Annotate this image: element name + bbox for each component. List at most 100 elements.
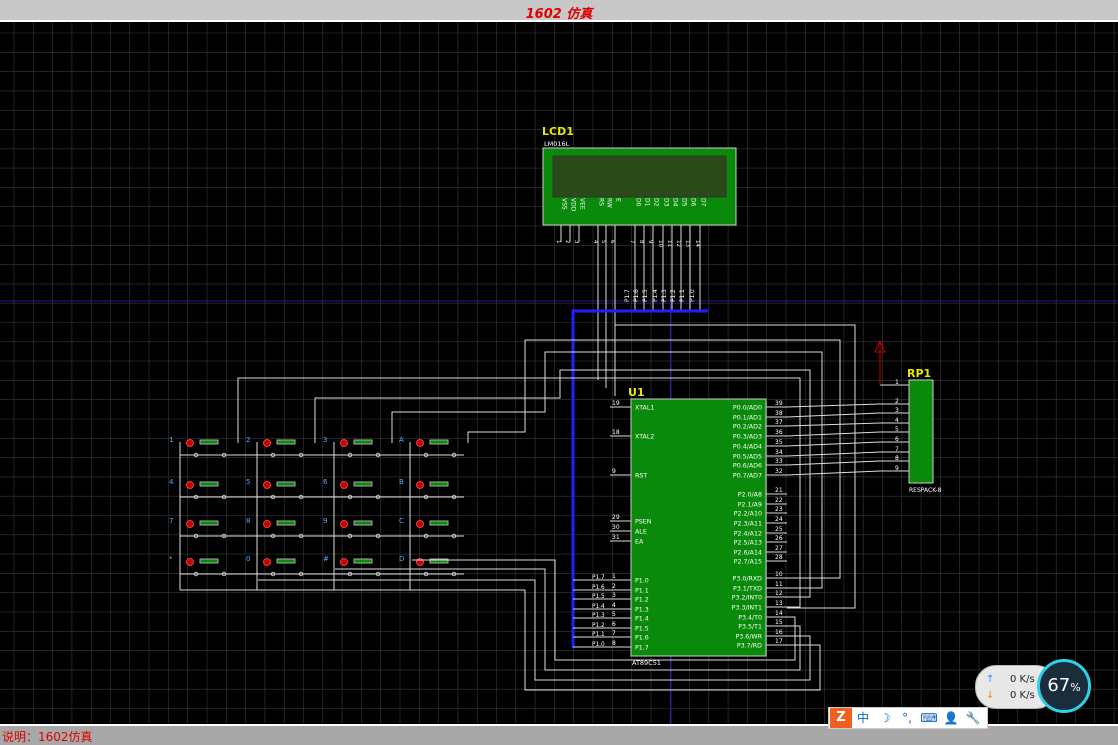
mcu-right-pin-name: P3.4/T0 — [738, 615, 762, 622]
upload-speed: 0 K/s — [1010, 674, 1035, 685]
mcu-left-pin-name: EA — [635, 539, 644, 546]
mcu-p1-bus-label: P1.7 — [592, 575, 605, 581]
mcu-left-pin-number: 19 — [612, 400, 620, 407]
p0-pullup-wire — [786, 470, 881, 476]
keypad-key-button[interactable] — [429, 439, 449, 445]
lcd-pin-name: D1 — [644, 198, 651, 207]
p0-pullup-wire — [786, 451, 881, 457]
mcu-p1-bus-label: P1.2 — [592, 623, 605, 629]
keypad-key-button[interactable] — [199, 558, 219, 564]
lcd-bus-label: P1.3 — [662, 289, 668, 302]
window-title: 1602 仿真 — [525, 7, 593, 22]
mcu-right-pin-number: 26 — [775, 535, 783, 542]
mcu-right-pin-number: 12 — [775, 590, 783, 597]
keypad-key-button[interactable] — [429, 520, 449, 526]
keypad-key-label: B — [399, 478, 404, 486]
memory-gauge[interactable]: 67% — [1037, 659, 1091, 713]
keypad-key-contact-icon — [186, 520, 194, 528]
ime-chinese-mode[interactable]: 中 — [856, 711, 869, 725]
keypad-key-label: D — [399, 555, 404, 563]
mcu-right-pin-name: P3.6/WR — [735, 634, 762, 641]
mcu-body[interactable] — [630, 398, 767, 657]
keypad-key-contact-icon — [263, 481, 271, 489]
keypad-key-label: 2 — [246, 436, 250, 444]
keypad-key-button[interactable] — [199, 520, 219, 526]
download-row: ↓ 0 K/s — [986, 690, 1035, 701]
mcu-left-pin-number: 8 — [612, 640, 616, 647]
keypad-key-button[interactable] — [353, 558, 373, 564]
mcu-left-pin-name: P1.6 — [635, 635, 649, 642]
lcd-bus-label: P1.6 — [634, 289, 640, 302]
mcu-left-pin-number: 4 — [612, 602, 616, 609]
ime-keyboard-icon[interactable]: ⌨ — [920, 711, 938, 725]
mcu-left-pin-name: P1.0 — [635, 578, 649, 585]
lcd-bus-label: P1.2 — [671, 289, 677, 302]
keypad-key-button[interactable] — [276, 481, 296, 487]
keypad-key-contact-icon — [340, 520, 348, 528]
lcd-pin-number: 14 — [694, 240, 700, 247]
mcu-p1-bus-label: P1.1 — [592, 632, 605, 638]
ime-settings-icon[interactable]: 🔧 — [965, 711, 981, 725]
keypad-key-label: 1 — [169, 436, 173, 444]
schematic-svg[interactable]: LCD1LM016LVSS1VDD2VEE3RS4RW5E6D07D18D29D… — [0, 22, 1118, 724]
mcu-left-pin-name: P1.1 — [635, 588, 649, 595]
keypad-key-button[interactable] — [353, 481, 373, 487]
mcu-right-pin-number: 11 — [775, 581, 783, 588]
upload-arrow-icon: ↑ — [986, 674, 995, 685]
mcu-right-pin-name: P3.7/RD — [737, 643, 762, 650]
keypad-key-button[interactable] — [199, 481, 219, 487]
mcu-right-pin-name: P0.0/AD0 — [733, 405, 762, 412]
lcd-pin-name: RW — [606, 198, 613, 208]
lcd-screen — [552, 155, 727, 198]
mcu-left-pin-number: 6 — [612, 621, 616, 628]
keypad-wire — [467, 339, 841, 579]
lcd-pin-number: 13 — [684, 240, 690, 247]
keypad-key-contact-icon — [263, 439, 271, 447]
lcd-pin-name: D6 — [690, 198, 697, 207]
ime-moon-icon[interactable]: ☽ — [879, 711, 891, 725]
lcd-part-label: LM016L — [544, 140, 570, 148]
net-speed-widget[interactable]: ↑ 0 K/s ↓ 0 K/s 67% — [975, 657, 1093, 717]
keypad-wire — [314, 369, 811, 598]
mcu-left-pin-number: 30 — [612, 524, 620, 531]
keypad-key-button[interactable] — [276, 439, 296, 445]
lcd-pin-name: E — [615, 198, 622, 202]
keypad-key-button[interactable] — [429, 558, 449, 564]
keypad-key-contact-icon — [340, 481, 348, 489]
keypad-key-button[interactable] — [199, 439, 219, 445]
keypad-key-button[interactable] — [429, 481, 449, 487]
lcd-bus-label: P1.4 — [653, 289, 659, 302]
lcd-pin-number: 5 — [600, 240, 606, 244]
mcu-p1-bus-label: P1.3 — [592, 613, 605, 619]
ime-logo-icon[interactable]: Z — [830, 708, 852, 728]
title-bar: 1602 仿真 — [0, 0, 1118, 22]
rpack-body[interactable] — [908, 379, 934, 484]
keypad-key-contact-icon — [416, 439, 424, 447]
lcd-pin-number: 2 — [564, 240, 570, 244]
mcu-right-pin-name: P2.5/A13 — [734, 540, 762, 547]
keypad-key-button[interactable] — [276, 520, 296, 526]
upload-row: ↑ 0 K/s — [986, 674, 1035, 685]
keypad-wire — [258, 579, 811, 681]
keypad-key-label: 5 — [246, 478, 250, 486]
mcu-left-pin-number: 1 — [612, 573, 616, 580]
ime-punctuation-icon[interactable]: °, — [902, 711, 912, 725]
keypad-wire — [412, 559, 796, 661]
ime-toolbar[interactable]: Z 中 ☽ °, ⌨ 👤 🔧 — [828, 707, 988, 729]
lcd-pin-number: 8 — [638, 240, 644, 244]
p0-pullup-wire — [786, 422, 881, 427]
keypad-wire — [335, 568, 801, 671]
keypad-key-button[interactable] — [353, 439, 373, 445]
mcu-right-pin-name: P3.3/INT1 — [732, 605, 762, 612]
keypad-key-button[interactable] — [353, 520, 373, 526]
keypad-key-button[interactable] — [276, 558, 296, 564]
ime-user-icon[interactable]: 👤 — [943, 711, 959, 725]
rpack-ref-label: RP1 — [907, 367, 931, 380]
keypad-key-label: C — [399, 517, 404, 525]
mcu-left-pin-number: 2 — [612, 583, 616, 590]
mcu-right-pin-number: 28 — [775, 554, 783, 561]
gauge-percent: 67 — [1047, 675, 1071, 696]
lcd-ref-label: LCD1 — [542, 125, 574, 138]
mcu-left-pin-number: 7 — [612, 630, 616, 637]
